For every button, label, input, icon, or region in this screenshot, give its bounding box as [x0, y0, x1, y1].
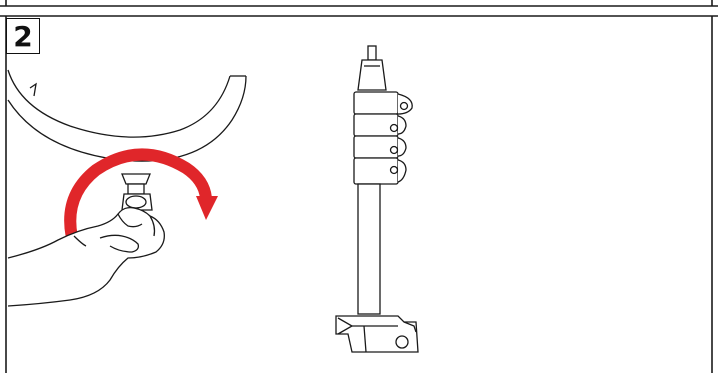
step-number: 2 [13, 20, 32, 53]
step-number-badge: 2 [6, 18, 40, 54]
mount-knob [122, 174, 152, 210]
light-stand [336, 46, 418, 352]
ring-segment [8, 70, 246, 161]
hand [8, 208, 164, 306]
